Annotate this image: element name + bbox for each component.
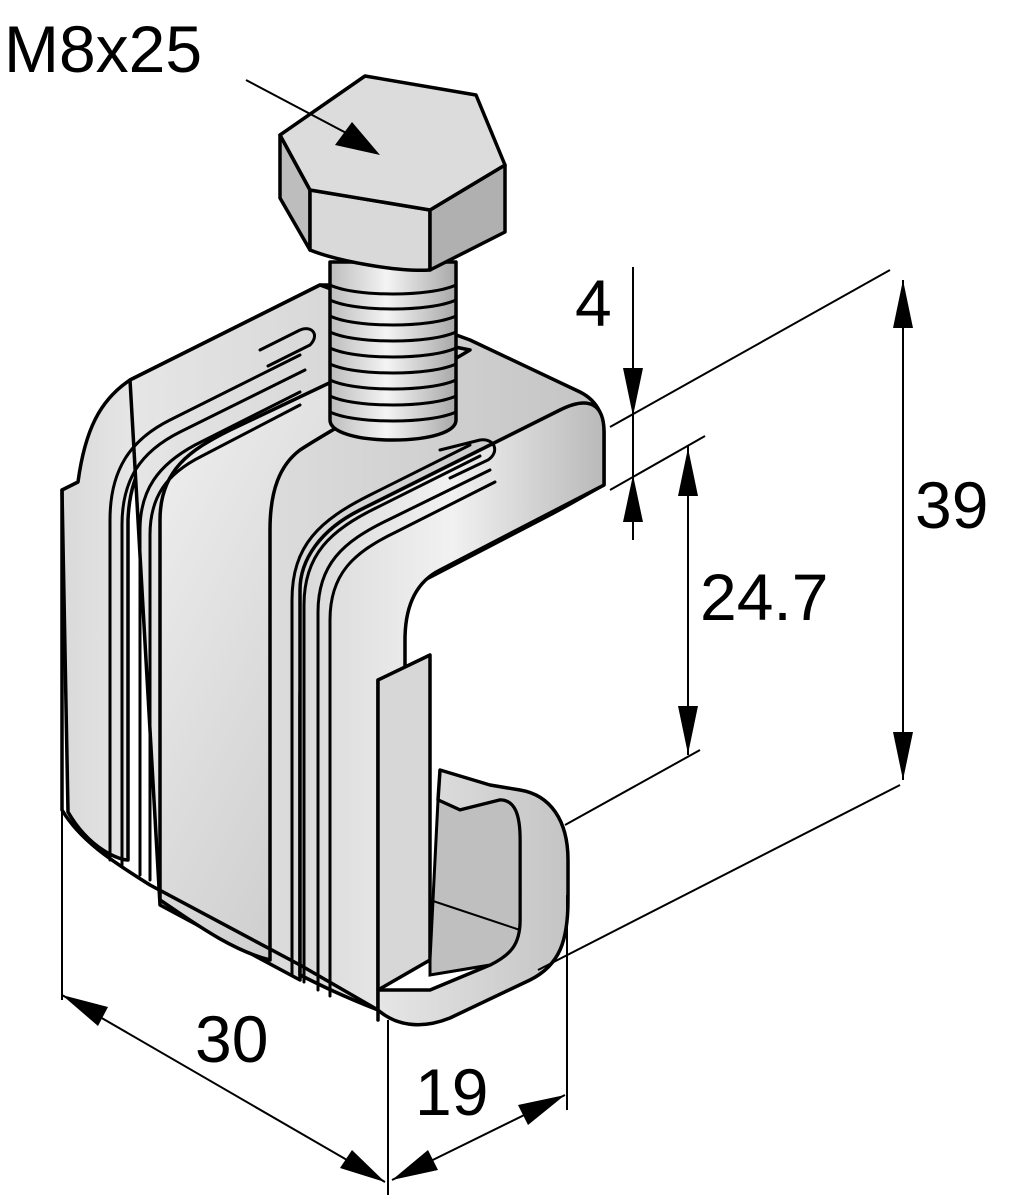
clamp-jaw-interior — [428, 797, 522, 977]
arrowhead — [893, 280, 913, 328]
bolt-head-top — [278, 74, 507, 212]
arrowhead — [623, 368, 643, 416]
clamp-bottom-edge — [60, 488, 380, 1022]
width-label: 19 — [415, 1055, 488, 1129]
arrowhead — [62, 995, 108, 1026]
thread-lines — [328, 283, 458, 423]
arrowhead — [623, 475, 643, 522]
arrowhead — [893, 732, 913, 780]
arrowhead — [392, 1150, 438, 1180]
arrowhead — [518, 1095, 565, 1125]
clamp-hook — [298, 401, 606, 1012]
bolt-size-label: M8x25 — [4, 12, 202, 86]
bolt-thread — [328, 260, 458, 442]
arrow-icon — [335, 122, 380, 155]
opening-label: 24.7 — [700, 560, 828, 634]
thickness-label: 4 — [575, 266, 612, 340]
height-label: 39 — [915, 468, 988, 542]
dimension-arrowheads — [62, 122, 913, 1182]
arrowhead — [678, 706, 698, 754]
clamp-front-face — [158, 338, 472, 962]
arrowhead — [340, 1150, 385, 1182]
clamp-inner-lip — [376, 653, 432, 992]
length-label: 30 — [195, 1002, 268, 1076]
clamp-body — [60, 283, 606, 1027]
grooves-left — [108, 327, 316, 882]
clamp-jaw-edge — [429, 899, 521, 931]
arrowhead — [678, 448, 698, 496]
bolt — [278, 74, 507, 442]
grooves-right — [290, 438, 497, 998]
